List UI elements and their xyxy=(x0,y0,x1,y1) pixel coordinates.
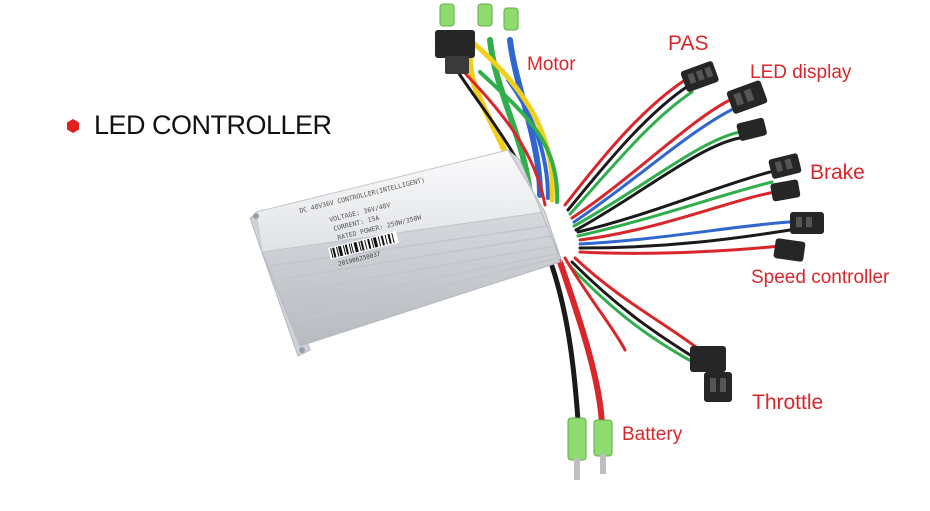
brake-connector-2 xyxy=(770,179,801,202)
motor-phase-connectors xyxy=(439,3,519,31)
pas-wire-green xyxy=(568,90,694,216)
led-wire-red xyxy=(570,98,732,220)
battery-wire-red-thin xyxy=(563,256,627,352)
label-pas: PAS xyxy=(668,32,709,55)
throttle-wire-green xyxy=(568,264,702,368)
speed-connector-1 xyxy=(790,212,824,234)
connectors xyxy=(435,3,824,480)
brake-wire-red xyxy=(578,190,777,242)
speed-wire-blue xyxy=(578,220,792,246)
label-motor: Motor xyxy=(527,54,576,75)
motor-wire-red xyxy=(460,68,547,207)
led-display-connector-1 xyxy=(726,80,768,114)
title-text: LED CONTROLLER xyxy=(94,110,332,140)
led-wire-green xyxy=(572,130,742,228)
speed-wire-black xyxy=(578,228,792,250)
brake-wire-black xyxy=(576,170,772,234)
brake-connector-1 xyxy=(768,153,802,179)
label-brake: Brake xyxy=(810,161,865,184)
controller-housing: DC 48V36V CONTROLLER(INTELLIGENT) VOLTAG… xyxy=(249,149,563,357)
wire-bundle xyxy=(456,37,792,428)
motor-wire-yellow2 xyxy=(467,37,555,203)
label-led-display: LED display xyxy=(750,62,852,83)
led-wire-blue xyxy=(572,106,737,224)
hexagon-bullet-icon xyxy=(67,118,79,133)
throttle-wire-red xyxy=(573,256,702,352)
brake-wire-green xyxy=(576,180,774,238)
battery-wire-red-thick xyxy=(557,259,605,428)
battery-connectors xyxy=(567,417,613,480)
label-speed-controller: Speed controller xyxy=(751,267,890,288)
speed-wire-red xyxy=(578,244,782,255)
motor-wire-green2 xyxy=(478,70,560,204)
pas-wire-black xyxy=(566,84,690,212)
battery-wire-black-thick xyxy=(549,263,581,423)
led-wire-black xyxy=(574,136,742,232)
label-battery: Battery xyxy=(622,424,683,445)
pas-connector xyxy=(680,61,719,92)
motor-hall-connector xyxy=(435,30,475,58)
speed-connector-2 xyxy=(773,238,806,262)
pas-wire-red xyxy=(563,78,687,207)
led-display-connector-2 xyxy=(736,117,767,141)
throttle-wire-black xyxy=(570,260,697,360)
label-throttle: Throttle xyxy=(752,391,824,414)
motor-wire-green xyxy=(487,37,533,198)
page-title: LED CONTROLLER xyxy=(66,110,332,141)
throttle-connector xyxy=(690,346,732,402)
